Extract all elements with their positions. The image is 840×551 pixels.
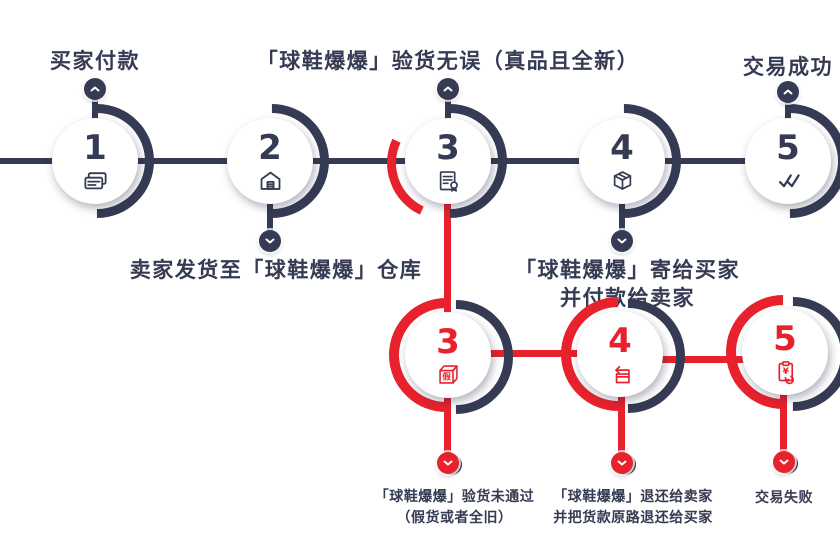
refund-icon: ¥ xyxy=(777,360,794,384)
step-number-1: 1 xyxy=(83,127,107,168)
failure-circle-4: 4 xyxy=(577,311,663,397)
red-branch-line-alt4-down xyxy=(618,390,625,454)
label-step2: 卖家发货至「球鞋爆爆」仓库 xyxy=(129,258,423,282)
red-branch-line-alt4-alt5 xyxy=(648,356,758,363)
failure-number-5: 5 xyxy=(773,318,797,359)
main-timeline-line xyxy=(0,158,790,164)
label-alt5: 交易失败 xyxy=(755,490,813,506)
step-number-5: 5 xyxy=(776,127,800,168)
double-check-icon xyxy=(778,173,800,187)
chevron-dot-below-alt5 xyxy=(773,451,795,473)
label-step3: 「球鞋爆爆」验货无误（真品且全新） xyxy=(256,49,640,73)
label-alt4-line1: 「球鞋爆爆」退还给卖家 xyxy=(553,489,713,505)
chevron-down-icon xyxy=(265,238,275,244)
label-alt3-line2: （假货或者全旧） xyxy=(396,510,513,526)
connector-above-step5 xyxy=(785,99,791,129)
red-branch-line-alt5-down xyxy=(780,388,787,452)
chevron-up-icon xyxy=(90,86,100,92)
step-circle-5: 5 xyxy=(745,118,831,204)
failure-node-5: 5 ¥ xyxy=(702,271,840,435)
connector-below-step2 xyxy=(267,198,273,234)
failure-number-4: 4 xyxy=(608,320,632,361)
failure-number-3: 3 xyxy=(436,321,460,362)
chevron-dot-below-step2 xyxy=(259,230,281,252)
warehouse-icon xyxy=(260,171,280,190)
label-step1: 买家付款 xyxy=(50,49,140,73)
yuan-symbol: ¥ xyxy=(782,366,789,376)
chevron-down-icon xyxy=(617,238,627,244)
failure-circle-3: 3 假 xyxy=(405,312,491,398)
step-node-1: 1 xyxy=(16,80,178,242)
label-step4: 「球鞋爆爆」寄给买家 并付款给卖家 xyxy=(485,256,770,312)
step-circle-1: 1 xyxy=(52,118,138,204)
step-number-2: 2 xyxy=(258,127,282,168)
label-step5: 交易成功 xyxy=(743,55,833,79)
red-branch-line-alt3-down xyxy=(444,390,451,454)
step-circle-3: 3 xyxy=(405,118,491,204)
failure-node-4: 4 xyxy=(537,273,709,437)
step-node-5: 5 xyxy=(709,80,840,242)
chevron-down-icon xyxy=(617,460,627,466)
chevron-up-icon xyxy=(443,86,453,92)
chevron-down-icon xyxy=(779,459,789,465)
chevron-dot-above-step5 xyxy=(777,81,799,103)
chevron-down-icon xyxy=(443,460,453,466)
package-icon xyxy=(613,170,631,190)
failure-node-3: 3 假 xyxy=(365,274,537,438)
chevron-dot-below-alt3 xyxy=(437,452,459,474)
step-node-4: 4 xyxy=(543,80,705,242)
return-box-icon xyxy=(614,365,630,383)
chevron-dot-below-step4 xyxy=(611,230,633,252)
credit-card-icon xyxy=(83,171,107,189)
label-alt4: 「球鞋爆爆」退还给卖家 并把货款原路退还给买家 xyxy=(518,487,748,529)
step-number-4: 4 xyxy=(610,127,634,168)
connector-below-step4 xyxy=(619,198,625,234)
failure-circle-5: 5 ¥ xyxy=(742,309,828,395)
certificate-icon xyxy=(439,170,458,192)
step-circle-2: 2 xyxy=(227,118,313,204)
label-step4-line2: 并付款给卖家 xyxy=(560,286,695,310)
chevron-dot-above-step1 xyxy=(84,78,106,100)
chevron-dot-above-step3 xyxy=(437,78,459,100)
fake-character: 假 xyxy=(442,371,451,381)
connector-above-step3 xyxy=(445,96,451,128)
step-node-3: 3 xyxy=(369,80,531,242)
connector-above-step1 xyxy=(92,96,98,128)
step-circle-4: 4 xyxy=(579,118,665,204)
red-branch-line-step3-down xyxy=(444,192,451,320)
step-number-3: 3 xyxy=(436,127,460,168)
label-step4-line1: 「球鞋爆爆」寄给买家 xyxy=(515,258,740,282)
label-alt4-line2: 并把货款原路退还给买家 xyxy=(553,510,713,526)
fake-box-icon: 假 xyxy=(438,364,458,384)
step-node-2: 2 xyxy=(191,80,353,242)
label-alt3: 「球鞋爆爆」验货未通过 （假货或者全旧） xyxy=(352,487,557,529)
red-branch-line-alt3-alt4 xyxy=(478,350,600,357)
chevron-up-icon xyxy=(783,89,793,95)
label-alt3-line1: 「球鞋爆爆」验货未通过 xyxy=(374,489,535,505)
chevron-dot-below-alt4 xyxy=(611,452,633,474)
